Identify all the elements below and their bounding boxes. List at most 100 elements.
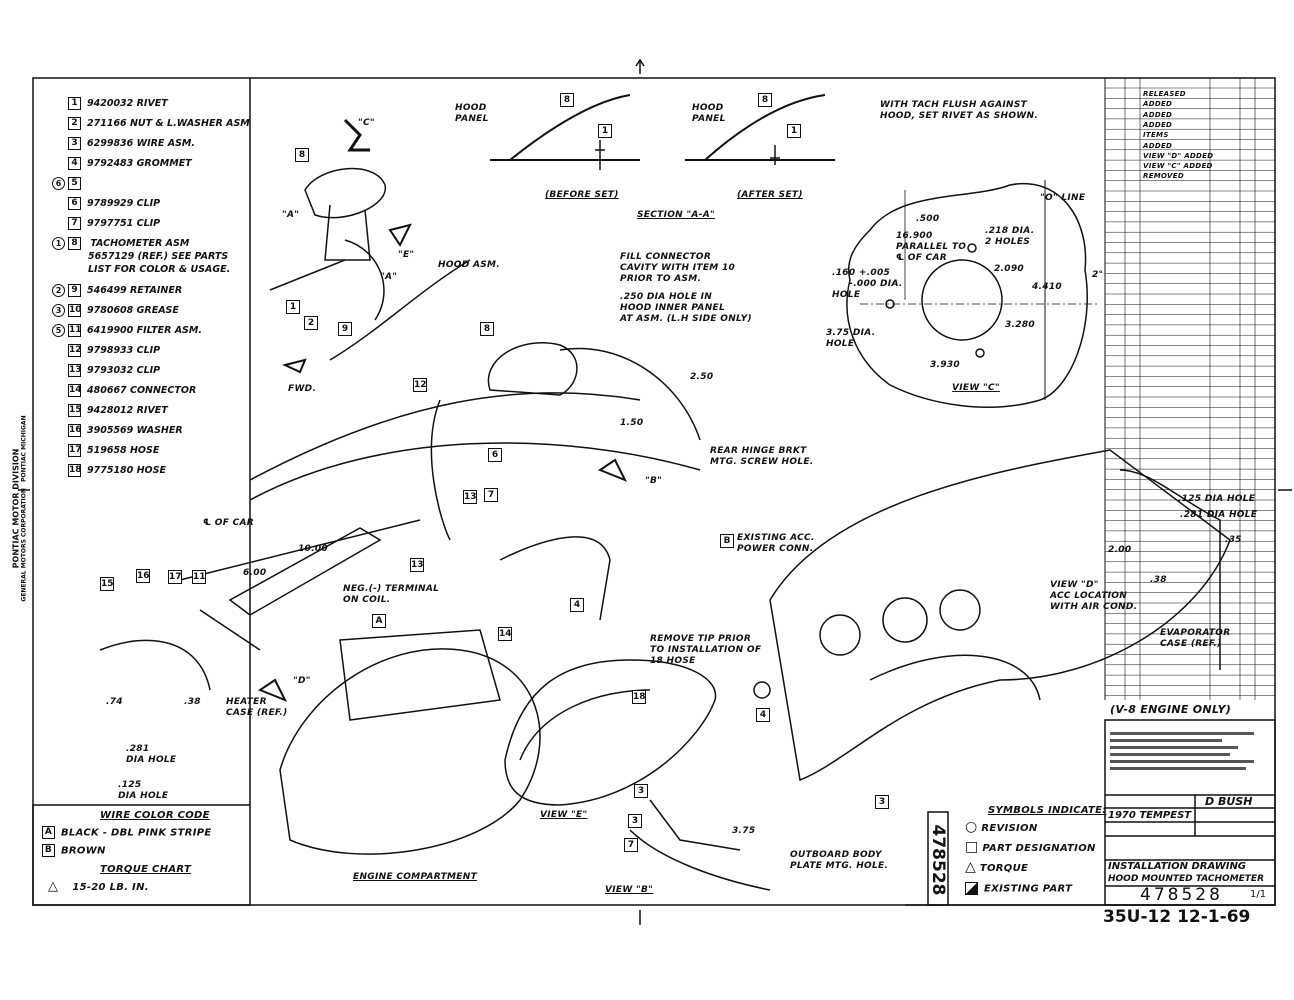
- part-description: GREASE: [136, 305, 179, 316]
- label-view-d: VIEW "D" ACC LOCATION WITH AIR COND.: [1050, 580, 1138, 612]
- part-description: CLIP: [136, 198, 161, 209]
- label-dim-375: 3.75 DIA. HOLE: [826, 328, 876, 349]
- part-description: CLIP: [136, 218, 161, 229]
- hood-tach-sketch: [487, 342, 578, 396]
- item-callout: 11: [192, 570, 206, 584]
- model-year: 1970 TEMPEST: [1108, 810, 1192, 821]
- corporation-name: GENERAL MOTORS CORPORATION: [20, 488, 28, 602]
- label-d35: .35: [1225, 535, 1242, 545]
- view-c-outline: [846, 182, 1088, 408]
- part-number: 9775180: [87, 465, 134, 476]
- item-box: 14: [68, 384, 82, 397]
- tolerance-notes: [1110, 728, 1270, 774]
- item-box: 1: [68, 97, 81, 110]
- revision-circle: 1: [52, 237, 65, 250]
- item-callout: 4: [570, 598, 584, 612]
- item-box: 4: [68, 157, 81, 170]
- label-view-c: VIEW "C": [952, 383, 1000, 393]
- label-dim-16900: 16.900 PARALLEL TO ℄ OF CAR: [896, 231, 967, 263]
- label-cl-car: ℄ OF CAR: [203, 518, 255, 528]
- part-note: 5657129 (REF.) SEE PARTS LIST FOR COLOR …: [88, 251, 231, 275]
- part-description: RETAINER: [129, 285, 183, 296]
- part-number: 271166: [87, 118, 127, 129]
- item-box: 5: [68, 177, 81, 190]
- item-box: 10: [68, 304, 82, 317]
- item-box: 15: [68, 404, 82, 417]
- wire-color-title: WIRE COLOR CODE: [100, 810, 210, 821]
- label-outboard: OUTBOARD BODY PLATE MTG. HOLE.: [790, 850, 889, 871]
- label-dim-500: .500: [916, 214, 940, 224]
- item-callout: 9: [338, 322, 352, 336]
- label-dim-600: 6.00: [243, 568, 267, 578]
- item-callout: 2: [304, 316, 318, 330]
- label-dim-4410: 4.410: [1032, 282, 1062, 292]
- part-number: 9789929: [87, 198, 134, 209]
- torque-value: 15-20 LB. IN.: [72, 882, 149, 893]
- sheet-number: 1/1: [1250, 889, 1267, 900]
- label-fill-connector: FILL CONNECTOR CAVITY WITH ITEM 10 PRIOR…: [620, 252, 736, 284]
- part-description: WASHER: [136, 425, 183, 436]
- label-existing-acc: EXISTING ACC. POWER CONN.: [737, 533, 815, 554]
- label-tach-flush: WITH TACH FLUSH AGAINST HOOD, SET RIVET …: [880, 100, 1039, 121]
- part-description: RIVET: [136, 405, 168, 416]
- item-callout: 8: [295, 148, 309, 162]
- item-box: 12: [68, 344, 82, 357]
- triangle-icon: △: [965, 859, 977, 875]
- division-name: PONTIAC MOTOR DIVISION: [11, 448, 21, 569]
- label-view-e: VIEW "E": [540, 810, 588, 820]
- item-callout: 1: [286, 300, 300, 314]
- item-callout: 13: [410, 558, 424, 572]
- item-box: 8: [68, 237, 81, 250]
- part-description: RIVET: [136, 98, 168, 109]
- drawing-title-1: INSTALLATION DRAWING: [1108, 861, 1247, 872]
- part-number: 546499: [87, 285, 127, 296]
- label-rear-hinge: REAR HINGE BRKT MTG. SCREW HOLE.: [710, 446, 814, 467]
- drawn-by: D BUSH: [1205, 795, 1253, 808]
- circle-icon: ○: [965, 819, 978, 835]
- label-hood-asm: HOOD ASM.: [438, 260, 500, 270]
- label-deg-2: 2°: [1092, 270, 1104, 280]
- item-callout: B: [720, 534, 734, 548]
- label-hood-panel-1: HOOD PANEL: [455, 103, 489, 124]
- part-number: 3905569: [87, 425, 134, 436]
- revision-entry: REMOVED: [1143, 172, 1184, 181]
- symbol-label: TORQUE: [979, 863, 1029, 874]
- symbol-revision: ○ REVISION: [965, 819, 1038, 835]
- triangle-icon: △: [48, 879, 59, 894]
- torque-row: △ 15-20 LB. IN.: [48, 879, 149, 894]
- engine-sketch: [279, 648, 541, 855]
- existing-part-icon: [965, 882, 978, 895]
- label-a1: "A": [282, 210, 300, 220]
- part-number: 9797751: [87, 218, 134, 229]
- label-dim-3280: 3.280: [1005, 320, 1035, 330]
- revision-entry: ADDED: [1143, 120, 1173, 129]
- part-description: WIRE ASM.: [136, 138, 195, 149]
- revision-entry: ITEMS: [1143, 131, 1169, 140]
- item-callout: 14: [498, 627, 512, 641]
- revision-entry: ADDED: [1143, 110, 1173, 119]
- label-before-set: (BEFORE SET): [545, 190, 619, 200]
- part-description: TACHOMETER ASM: [90, 238, 190, 249]
- drawing-title-2: HOOD MOUNTED TACHOMETER: [1108, 874, 1265, 884]
- item-callout: 3: [634, 784, 648, 798]
- label-after-set: (AFTER SET): [737, 190, 803, 200]
- label-section-aa: SECTION "A-A": [637, 210, 715, 220]
- label-dim-1000: 10.00: [298, 544, 328, 554]
- wire-desc: BLACK - DBL PINK STRIPE: [61, 827, 212, 839]
- label-neg-terminal: NEG.(-) TERMINAL ON COIL.: [343, 584, 440, 605]
- view-e-plate: [504, 659, 717, 806]
- part-description: FILTER ASM.: [136, 325, 202, 336]
- label-dim-375b: 3.75: [732, 826, 756, 836]
- part-description: CLIP: [136, 345, 161, 356]
- division-side-text: PONTIAC MOTOR DIVISION GENERAL MOTORS CO…: [12, 409, 29, 609]
